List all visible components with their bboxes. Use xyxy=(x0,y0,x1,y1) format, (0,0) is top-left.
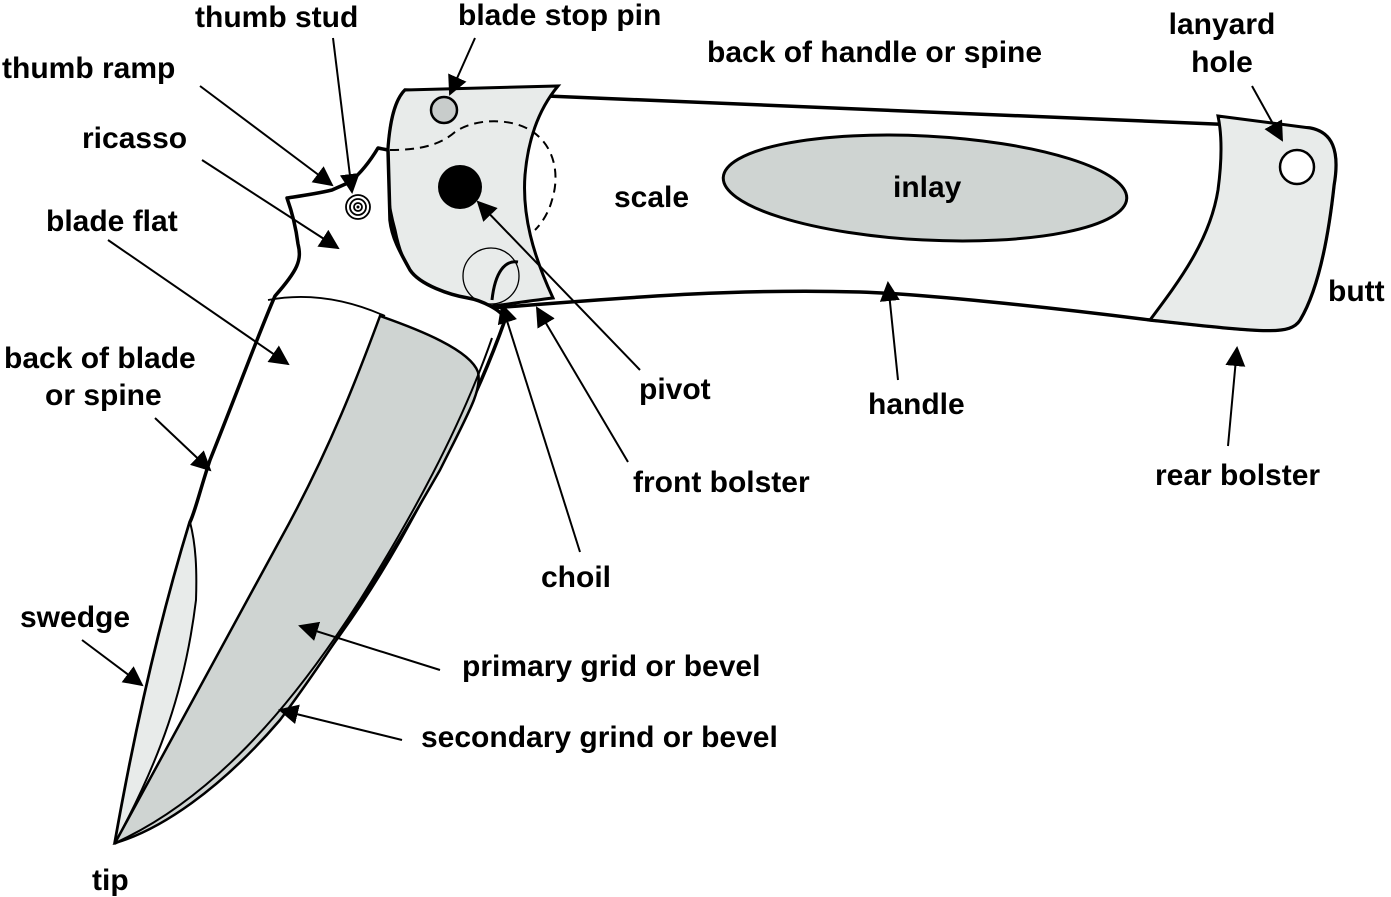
label-scale: scale xyxy=(614,181,689,214)
label-front-bolster: front bolster xyxy=(633,466,810,499)
label-inlay: inlay xyxy=(893,171,962,204)
label-blade-stop-pin: blade stop pin xyxy=(458,0,661,32)
lanyard-hole xyxy=(1278,148,1316,186)
swedge-shape xyxy=(114,518,198,844)
label-blade-flat: blade flat xyxy=(46,205,178,238)
label-handle: handle xyxy=(868,388,965,421)
leader-blade-flat xyxy=(107,239,290,366)
leader-lanyard-hole xyxy=(1251,85,1283,142)
leader-ricasso xyxy=(201,159,340,250)
leader-handle xyxy=(879,281,900,381)
leader-secondary-grind xyxy=(278,704,403,741)
leader-back-of-blade xyxy=(154,417,212,472)
label-thumb-ramp: thumb ramp xyxy=(2,52,175,85)
label-butt: butt xyxy=(1328,275,1385,308)
leader-lines xyxy=(81,37,1283,741)
leader-swedge xyxy=(81,639,144,687)
inlay-shape xyxy=(721,133,1129,243)
choil-curve xyxy=(490,260,519,301)
choil-circle xyxy=(462,247,520,305)
label-rear-bolster: rear bolster xyxy=(1155,459,1320,492)
label-ricasso: ricasso xyxy=(82,122,187,155)
leader-primary-grind xyxy=(298,621,441,671)
liner-dashed-line xyxy=(389,120,557,231)
label-thumb-stud: thumb stud xyxy=(195,1,358,34)
pivot-pin xyxy=(438,165,482,209)
blade-group xyxy=(112,146,507,846)
leader-choil xyxy=(497,303,581,553)
blade-stop-pin xyxy=(429,95,459,125)
leader-thumb-stud xyxy=(332,37,360,194)
label-choil: choil xyxy=(541,561,611,594)
leader-thumb-ramp xyxy=(199,85,334,187)
handle-group xyxy=(385,84,1338,333)
leader-front-bolster xyxy=(535,306,629,463)
label-tip: tip xyxy=(92,864,129,897)
label-lanyard: lanyard xyxy=(1169,8,1276,41)
leader-rear-bolster xyxy=(1225,346,1246,447)
label-swedge: swedge xyxy=(20,601,130,634)
label-secondary-grind: secondary grind or bevel xyxy=(421,721,778,754)
label-or-spine: or spine xyxy=(45,379,162,412)
label-primary-grind: primary grid or bevel xyxy=(462,650,760,683)
secondary-grind-line xyxy=(114,337,493,844)
blade-flat-curve xyxy=(267,296,386,317)
label-pivot: pivot xyxy=(639,373,711,406)
label-back-of-blade: back of blade xyxy=(4,342,196,375)
leader-pivot xyxy=(476,200,641,371)
thumb-stud xyxy=(345,194,371,220)
leader-blade-stop-pin xyxy=(448,37,476,96)
primary-grind-shape xyxy=(112,314,480,846)
label-hole: hole xyxy=(1191,46,1253,79)
label-back-of-handle: back of handle or spine xyxy=(707,36,1042,69)
